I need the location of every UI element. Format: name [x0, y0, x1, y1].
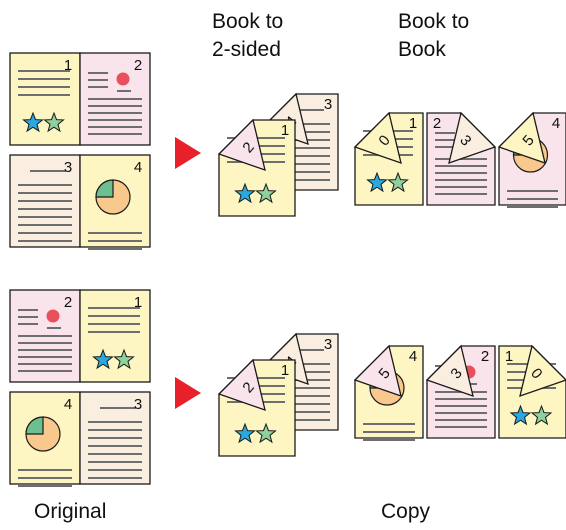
page-number: 2 — [64, 294, 72, 311]
header-book-to-2sided-line1: Book to — [212, 10, 284, 33]
page-number: 4 — [64, 396, 72, 413]
star-icon — [255, 422, 277, 444]
pie-slice-icon — [95, 179, 114, 198]
right-arrow-icon — [175, 377, 201, 409]
page-number: 2 — [481, 348, 489, 365]
page-number: 3 — [134, 396, 142, 413]
folded-corner — [217, 358, 266, 412]
page-number: 1 — [64, 57, 72, 74]
page-number: 4 — [409, 348, 417, 365]
star-icon — [92, 348, 114, 370]
book-copy-page-4: 54 — [353, 344, 424, 441]
footer-original-label: Original — [34, 500, 107, 523]
folded-corner — [425, 344, 474, 398]
star-icon — [530, 404, 553, 426]
star-icon — [43, 111, 65, 133]
two-sided-front-page-2: 21 — [217, 358, 296, 457]
star-icon — [22, 111, 44, 133]
page-number: 1 — [505, 348, 513, 365]
star-icon — [113, 348, 135, 370]
right-arrow-icon — [175, 137, 201, 169]
page-number: 1 — [409, 115, 417, 132]
book-copy-page-3: 54 — [497, 111, 566, 208]
page-number: 3 — [324, 336, 332, 353]
book-copy-page-5: 32 — [425, 344, 496, 439]
header-book-to-2sided-line2: 2-sided — [212, 38, 281, 61]
red-dot-icon — [46, 309, 60, 323]
book-copy-page-1: 01 — [353, 111, 424, 206]
star-icon — [255, 182, 277, 204]
two-sided-front-page: 21 — [217, 118, 296, 217]
star-icon — [509, 404, 532, 426]
folded-corner — [497, 111, 546, 165]
page-number: 4 — [552, 115, 560, 132]
star-icon — [234, 182, 256, 204]
right-page — [79, 289, 151, 383]
page-number: 1 — [281, 122, 289, 139]
book-copy-page-6: 01 — [498, 344, 566, 439]
page-number: 1 — [281, 362, 289, 379]
page-number: 2 — [134, 57, 142, 74]
folded-corner — [353, 111, 402, 165]
page-number: 3 — [64, 159, 72, 176]
star-icon — [234, 422, 256, 444]
pie-slice-icon — [25, 416, 44, 435]
folded-corner — [353, 344, 402, 398]
red-dot-icon — [116, 72, 130, 86]
page-number: 2 — [433, 115, 441, 132]
folded-corner — [519, 344, 566, 398]
page-number: 4 — [134, 159, 142, 176]
book-copy-page-2: 32 — [426, 111, 497, 206]
folded-corner — [448, 111, 497, 165]
header-book-to-book-line2: Book — [398, 38, 446, 61]
star-icon — [366, 171, 388, 193]
page-number: 3 — [324, 96, 332, 113]
page-number: 1 — [134, 294, 142, 311]
header-book-to-book-line1: Book to — [398, 10, 470, 33]
star-icon — [387, 171, 409, 193]
footer-copy-label: Copy — [381, 500, 431, 523]
folded-corner — [217, 118, 266, 172]
